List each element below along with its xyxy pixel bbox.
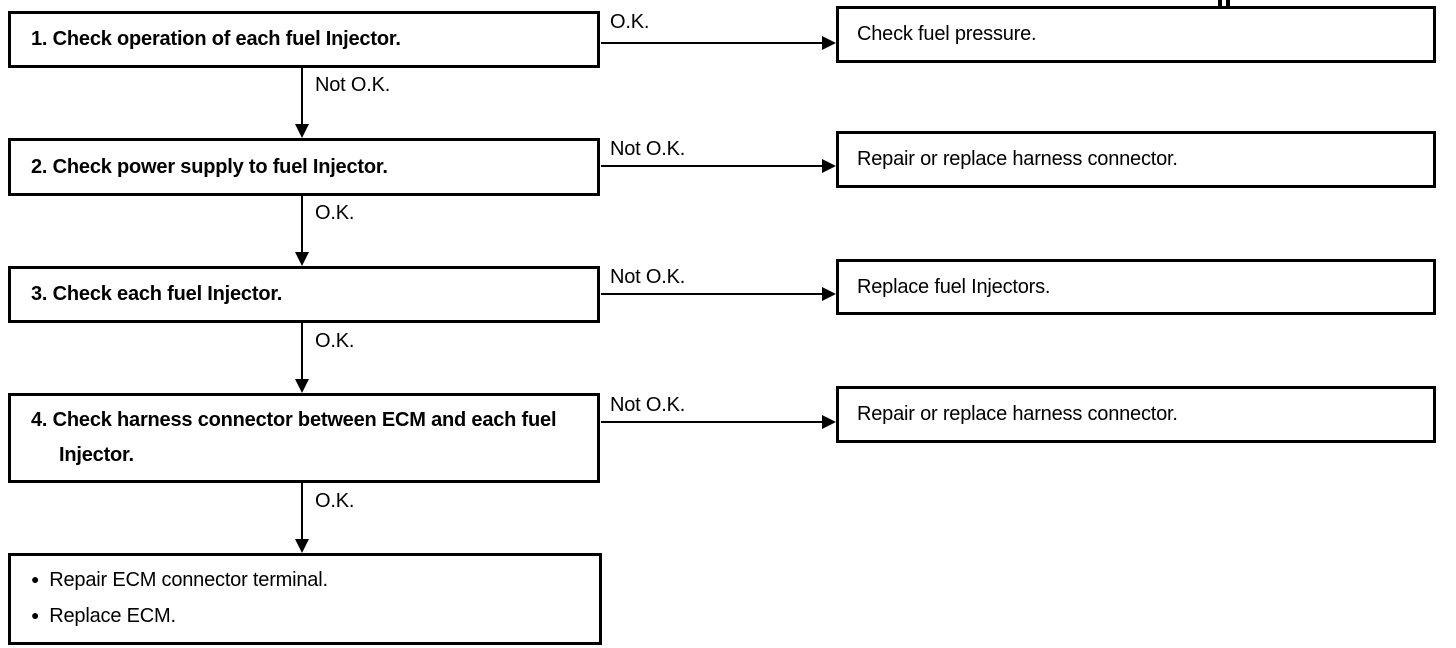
step-2-result-box: Repair or replace harness connector. <box>836 131 1436 188</box>
step-3-branch-label: Not O.K. <box>610 266 686 288</box>
step-2-text: 2. Check power supply to fuel Injector. <box>31 155 388 178</box>
bullet-icon: ● <box>31 607 40 623</box>
step-1-down-connector <box>301 68 303 124</box>
arrow-right-icon <box>822 159 836 173</box>
step-4-down-label: O.K. <box>315 490 355 512</box>
step-3-result-text: Replace fuel Injectors. <box>857 275 1051 298</box>
step-2-box: 2. Check power supply to fuel Injector. <box>8 138 600 196</box>
arrow-down-icon <box>295 124 309 138</box>
step-1-box: 1. Check operation of each fuel Injector… <box>8 11 600 68</box>
step-2-down-label: O.K. <box>315 202 355 224</box>
step-2-branch-connector <box>601 165 823 167</box>
step-1-result-text: Check fuel pressure. <box>857 23 1037 45</box>
bullet-icon: ● <box>31 571 40 587</box>
final-action-line: ● Replace ECM. <box>11 599 176 635</box>
step-4-result-box: Repair or replace harness connector. <box>836 386 1436 443</box>
scan-artifact <box>1218 0 1222 7</box>
step-1-text: 1. Check operation of each fuel Injector… <box>31 28 401 50</box>
final-action-text: Replace ECM. <box>49 605 176 627</box>
step-4-branch-label: Not O.K. <box>610 394 686 416</box>
step-3-box: 3. Check each fuel Injector. <box>8 266 600 323</box>
step-2-branch-label: Not O.K. <box>610 138 686 160</box>
step-4-down-connector <box>301 483 303 539</box>
step-3-down-label: O.K. <box>315 330 355 352</box>
final-action-line: ● Repair ECM connector terminal. <box>11 563 328 599</box>
step-4-branch-connector <box>601 421 823 423</box>
arrow-right-icon <box>822 36 836 50</box>
step-3-branch-connector <box>601 293 823 295</box>
step-2-down-connector <box>301 196 303 252</box>
arrow-down-icon <box>295 252 309 266</box>
scan-artifact <box>1226 0 1230 7</box>
step-3-down-connector <box>301 323 303 379</box>
arrow-right-icon <box>822 287 836 301</box>
step-3-result-box: Replace fuel Injectors. <box>836 259 1436 315</box>
arrow-down-icon <box>295 379 309 393</box>
step-1-branch-label: O.K. <box>610 11 650 33</box>
step-4-box: 4. Check harness connector between ECM a… <box>8 393 600 483</box>
arrow-down-icon <box>295 539 309 553</box>
step-1-down-label: Not O.K. <box>315 74 391 96</box>
step-4-result-text: Repair or replace harness connector. <box>857 403 1178 425</box>
step-2-result-text: Repair or replace harness connector. <box>857 148 1178 170</box>
step-1-result-box: Check fuel pressure. <box>836 6 1436 63</box>
arrow-right-icon <box>822 415 836 429</box>
final-action-box: ● Repair ECM connector terminal. ● Repla… <box>8 553 602 645</box>
step-3-text: 3. Check each fuel Injector. <box>31 283 283 305</box>
step-4-text: 4. Check harness connector between ECM a… <box>31 409 557 466</box>
step-1-branch-connector <box>601 42 823 44</box>
final-action-text: Repair ECM connector terminal. <box>49 569 328 591</box>
